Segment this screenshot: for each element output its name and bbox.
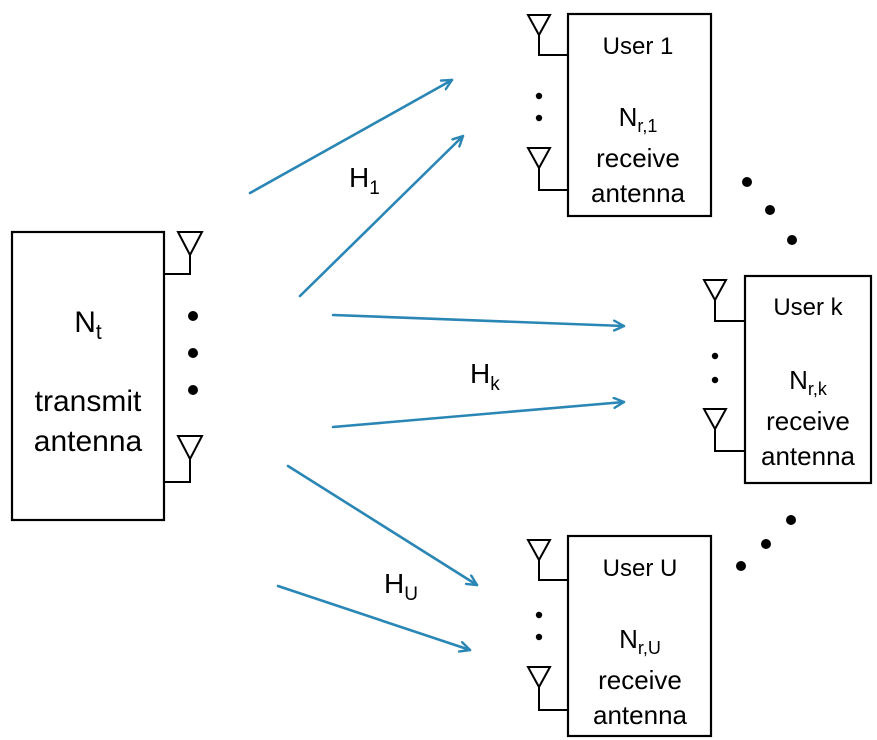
user-u-count-label: Nr,U (619, 624, 661, 658)
channel-label-hu: HU (384, 568, 418, 605)
antenna-icon (164, 435, 204, 483)
antenna-icon (702, 408, 745, 452)
transmitter-line1: transmit (35, 385, 142, 418)
ellipsis-dots (535, 611, 543, 641)
antenna-icon (702, 279, 745, 322)
user-u-line2: antenna (593, 700, 688, 730)
antenna-icon (526, 666, 568, 711)
user-1-line2: antenna (591, 178, 686, 208)
channel-arrow (331, 313, 626, 326)
antenna-icon (526, 147, 568, 191)
transmitter-line2: antenna (34, 425, 143, 458)
ellipsis-dots (535, 92, 543, 122)
user-u: User U Nr,U receive antenna (526, 534, 713, 738)
user-u-box (566, 534, 713, 738)
antenna-icon (164, 231, 204, 275)
user-1: User 1 Nr,1 receive antenna (526, 12, 713, 218)
ellipsis-dots (711, 352, 719, 384)
user-k-title: User k (773, 294, 843, 321)
transmitter-count-label: Nt (74, 306, 102, 344)
user-k-box (743, 274, 873, 485)
channel-arrows (248, 78, 626, 650)
user-k: User k Nr,k receive antenna (702, 274, 873, 485)
channel-arrow (276, 584, 472, 650)
channel-label-h1: H1 (349, 162, 380, 199)
ellipsis-dots (188, 311, 198, 395)
channel-arrow (286, 464, 479, 587)
channel-arrow (298, 134, 465, 298)
ellipsis-dots (736, 515, 796, 571)
user-k-count-label: Nr,k (789, 365, 828, 399)
ellipsis-dots (742, 177, 797, 245)
transmitter-box (10, 230, 166, 522)
user-1-box (566, 12, 713, 218)
antenna-icon (526, 14, 568, 56)
user-1-title: User 1 (603, 33, 674, 60)
user-1-count-label: Nr,1 (619, 102, 658, 136)
channel-arrow (331, 402, 626, 429)
antenna-icon (526, 539, 568, 581)
user-k-line2: antenna (761, 441, 856, 471)
user-k-line1: receive (766, 406, 850, 436)
channel-label-hk: Hk (470, 358, 500, 395)
channel-arrow (248, 78, 454, 195)
transmitter: Nt transmit antenna (10, 230, 204, 522)
user-u-title: User U (603, 555, 678, 582)
user-u-line1: receive (598, 665, 682, 695)
user-1-line1: receive (596, 143, 680, 173)
